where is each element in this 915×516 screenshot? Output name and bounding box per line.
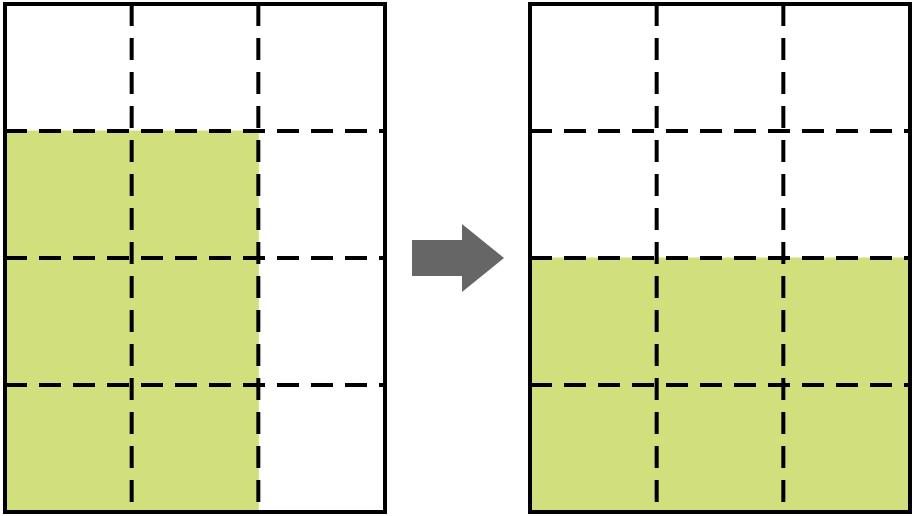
shaded-cell [529, 384, 658, 513]
left-grid [3, 2, 387, 514]
grid-border [528, 2, 912, 514]
shaded-cell [656, 384, 784, 513]
shaded-cell [131, 130, 259, 259]
shaded-cell [782, 384, 911, 513]
shaded-cell [529, 257, 658, 386]
shaded-cell [782, 257, 911, 386]
right-arrow-icon [412, 224, 504, 292]
shaded-cell [4, 384, 133, 513]
shaded-cell [131, 257, 259, 386]
grid-border [3, 2, 387, 514]
right-grid [528, 2, 912, 514]
shaded-cell [4, 257, 133, 386]
shaded-cell [131, 384, 259, 513]
arrow-shape [412, 224, 504, 292]
shaded-cell [656, 257, 784, 386]
shaded-cell [4, 130, 133, 259]
